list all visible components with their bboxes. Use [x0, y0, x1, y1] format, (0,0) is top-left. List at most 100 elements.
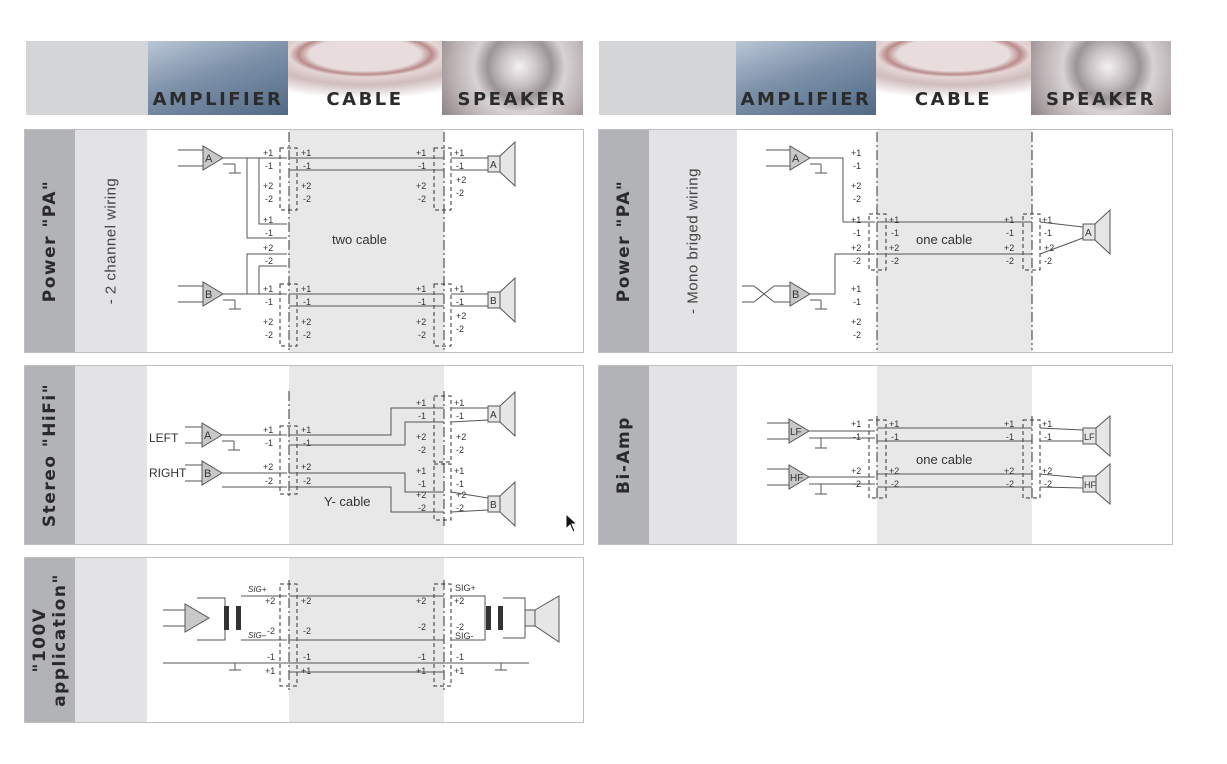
svg-text:+2: +2 [263, 462, 273, 472]
svg-text:-2: -2 [853, 194, 861, 204]
svg-text:+2: +2 [1004, 243, 1014, 253]
svg-text:-2: -2 [891, 256, 899, 266]
panel-subtitle-bar [75, 366, 147, 544]
svg-text:+2: +2 [265, 596, 275, 606]
svg-text:+2: +2 [456, 311, 466, 321]
svg-text:+1: +1 [454, 398, 464, 408]
svg-text:+1: +1 [1042, 215, 1052, 225]
svg-text:-2: -2 [1006, 479, 1014, 489]
svg-text:+1: +1 [851, 284, 861, 294]
speaker-label: SPEAKER [1046, 89, 1156, 110]
svg-text:+2: +2 [301, 462, 311, 472]
svg-text:+1: +1 [263, 148, 273, 158]
svg-text:+1: +1 [301, 425, 311, 435]
svg-text:A: A [792, 153, 800, 165]
svg-text:-1: -1 [853, 228, 861, 238]
svg-text:B: B [490, 296, 497, 307]
svg-text:SIG-: SIG- [455, 631, 474, 641]
svg-text:-2: -2 [456, 622, 464, 632]
panel-pa-two-channel: Power "PA" - 2 channel wiring A B +1+1 -… [24, 129, 584, 353]
svg-text:A: A [490, 410, 497, 421]
svg-text:-2: -2 [418, 622, 426, 632]
svg-text:-1: -1 [853, 161, 861, 171]
svg-text:-2: -2 [303, 194, 311, 204]
svg-text:+2: +2 [456, 490, 466, 500]
svg-text:-1: -1 [267, 652, 275, 662]
svg-text:-1: -1 [456, 479, 464, 489]
panel-title-bar: Power "PA" [25, 130, 75, 352]
svg-text:+2: +2 [301, 317, 311, 327]
svg-text:-2: -2 [418, 503, 426, 513]
svg-text:-2: -2 [265, 476, 273, 486]
svg-text:-1: -1 [303, 438, 311, 448]
panel-subtitle-bar [649, 366, 737, 544]
svg-text:+1: +1 [1004, 419, 1014, 429]
svg-text:+1: +1 [889, 215, 899, 225]
svg-text:B: B [792, 289, 799, 301]
wiring-diagram: LF HF +1+1 -1-1 +2+2 -2-2 +1+1 -1-1 +2+2… [737, 366, 1111, 544]
panel-100v-application: "100V application" SIG+ SIG– +2 +2 -2 -2 -… [24, 557, 584, 723]
svg-text:SIG+: SIG+ [248, 585, 267, 594]
panel-title-bar: Power "PA" [599, 130, 649, 352]
amplifier-image: AMPLIFIER [736, 41, 876, 115]
svg-text:-1: -1 [418, 652, 426, 662]
svg-text:-2: -2 [265, 256, 273, 266]
cable-image: CABLE [288, 41, 442, 115]
svg-text:-1: -1 [1006, 432, 1014, 442]
svg-text:+1: +1 [851, 215, 861, 225]
svg-text:-1: -1 [418, 297, 426, 307]
svg-text:+1: +1 [416, 466, 426, 476]
svg-text:-1: -1 [265, 228, 273, 238]
svg-text:+2: +2 [456, 175, 466, 185]
svg-text:-1: -1 [891, 228, 899, 238]
svg-text:+2: +2 [263, 181, 273, 191]
svg-text:+1: +1 [1042, 419, 1052, 429]
svg-text:+2: +2 [851, 466, 861, 476]
svg-text:+2: +2 [851, 243, 861, 253]
svg-text:-1: -1 [1044, 432, 1052, 442]
speaker-label: SPEAKER [457, 89, 568, 110]
svg-text:-2: -2 [303, 626, 311, 636]
wiring-diagram: A B +1 -1 +2 -2 +1 +1 -1 -1 +2 +2 -2 -2 +1 -… [742, 130, 1111, 352]
svg-text:-2: -2 [418, 194, 426, 204]
svg-text:SIG–: SIG– [248, 631, 267, 640]
svg-text:-2: -2 [456, 188, 464, 198]
svg-text:+1: +1 [263, 215, 273, 225]
svg-text:+2: +2 [301, 181, 311, 191]
svg-text:-1: -1 [456, 411, 464, 421]
svg-text:-1: -1 [853, 432, 861, 442]
svg-text:+1: +1 [889, 419, 899, 429]
svg-text:-1: -1 [418, 161, 426, 171]
svg-text:+1: +1 [454, 666, 464, 676]
svg-text:-2: -2 [267, 626, 275, 636]
svg-text:+2: +2 [416, 596, 426, 606]
svg-text:-1: -1 [853, 297, 861, 307]
svg-text:+2: +2 [1042, 466, 1052, 476]
svg-text:-2: -2 [1006, 256, 1014, 266]
svg-text:-1: -1 [456, 161, 464, 171]
svg-text:A: A [1085, 228, 1092, 239]
cable-note: one cable [916, 452, 972, 467]
wiring-diagram: A B +1+1 -1-1 +2+2 -2-2 +1 -1 +2 -2 +1+1… [178, 130, 516, 352]
svg-text:+2: +2 [416, 181, 426, 191]
wiring-diagram: LEFT RIGHT A B +1+1 -1-1 +2+2 -2-2 +1+1 … [147, 366, 516, 544]
svg-text:+1: +1 [301, 148, 311, 158]
svg-text:-2: -2 [456, 503, 464, 513]
svg-text:-2: -2 [303, 330, 311, 340]
lf-amp-label: LF [790, 427, 802, 438]
svg-text:-2: -2 [1044, 479, 1052, 489]
svg-text:-2: -2 [265, 330, 273, 340]
svg-text:-1: -1 [456, 652, 464, 662]
speaker-image: SPEAKER [442, 41, 583, 115]
svg-text:+2: +2 [1044, 243, 1054, 253]
svg-text:+2: +2 [301, 596, 311, 606]
svg-text:A: A [204, 430, 212, 442]
panel-title-bar: Stereo "HiFi" [25, 366, 75, 544]
svg-text:A: A [490, 160, 497, 171]
svg-text:-2: -2 [456, 445, 464, 455]
panel-title-bar: "100V application" [25, 558, 75, 722]
svg-text:+1: +1 [263, 284, 273, 294]
cable-note: one cable [916, 232, 972, 247]
svg-text:B: B [490, 500, 497, 511]
svg-text:-1: -1 [418, 479, 426, 489]
